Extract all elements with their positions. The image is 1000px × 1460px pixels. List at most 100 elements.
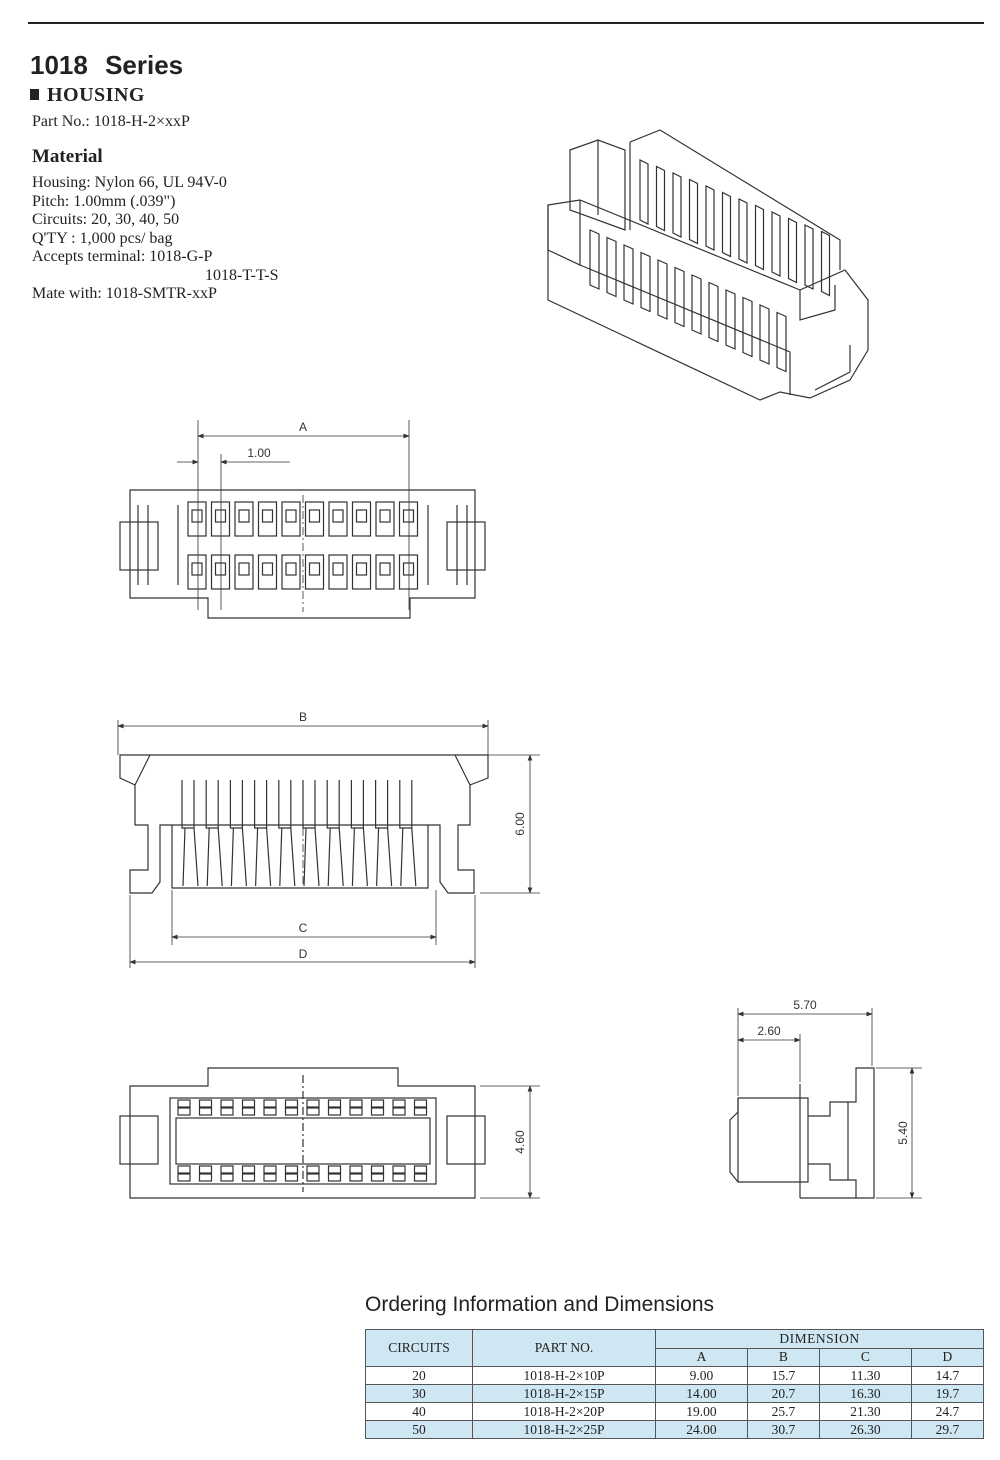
terminal-slot: [355, 509, 368, 523]
bottom-view-dimensions: [480, 1085, 540, 1199]
table-row: 50 1018-H-2×25P 24.00 30.7 26.30 29.7: [365, 1420, 985, 1439]
bottom-pin: [413, 1107, 428, 1116]
terminal-cell: [398, 554, 419, 590]
iso-front-tooth: [640, 251, 651, 313]
bottom-view-pins: [177, 1099, 428, 1182]
iso-front-tooth: [691, 274, 702, 335]
bottom-pin: [198, 1165, 213, 1174]
cell-part-no: 1018-H-2×25P: [472, 1420, 656, 1439]
bottom-pin: [263, 1165, 277, 1174]
material-line: Mate with: 1018-SMTR-xxP: [32, 285, 217, 302]
dim-label-c: C: [299, 921, 308, 935]
iso-rear-tooth: [721, 191, 732, 258]
dim-label-pitch: 1.00: [247, 446, 271, 460]
iso-rear-tooth: [672, 172, 682, 238]
terminal-tooth: [254, 780, 268, 829]
terminal-tooth: [278, 780, 292, 829]
iso-rear-tooth: [738, 198, 748, 264]
bottom-pin: [263, 1107, 277, 1116]
cell-b: 20.7: [746, 1384, 820, 1403]
material-list: Housing: Nylon 66, UL 94V-0 Pitch: 1.00m…: [32, 174, 279, 304]
cell-c: 11.30: [818, 1366, 912, 1385]
bottom-pin: [220, 1173, 234, 1182]
iso-rear-tooth: [787, 217, 798, 284]
isometric-terminals: [589, 159, 831, 373]
table-row: 30 1018-H-2×15P 14.00 20.7 16.30 19.7: [365, 1384, 985, 1403]
iso-front-tooth: [708, 281, 719, 343]
material-line: Pitch: 1.00mm (.039"): [32, 192, 176, 210]
terminal-cell: [328, 501, 348, 537]
cell-c: 26.30: [818, 1420, 912, 1439]
iso-rear-tooth: [754, 204, 765, 271]
dim-label-b: B: [299, 710, 307, 724]
iso-rear-tooth: [771, 211, 781, 277]
terminal-tooth: [205, 780, 219, 829]
terminal-slot: [332, 562, 344, 576]
iso-rear-tooth: [639, 159, 649, 225]
ordering-table: CIRCUITS PART NO. DIMENSION A B C D 20 1…: [365, 1329, 985, 1439]
iso-front-tooth: [589, 229, 600, 290]
bottom-pin: [198, 1173, 213, 1182]
cell-d: 19.7: [910, 1384, 985, 1403]
bottom-pin: [177, 1173, 191, 1182]
bottom-pin: [284, 1099, 299, 1108]
bottom-pin: [370, 1099, 385, 1108]
cell-d: 24.7: [910, 1402, 985, 1421]
terminal-leg: [303, 827, 320, 887]
terminal-leg: [206, 827, 223, 887]
cell-part-no: 1018-H-2×15P: [472, 1384, 656, 1403]
iso-front-tooth: [674, 266, 685, 328]
terminal-cell: [375, 501, 395, 537]
cell-a: 14.00: [655, 1384, 748, 1403]
cell-a: 24.00: [655, 1420, 748, 1439]
terminal-cell: [351, 554, 372, 590]
table-row: 20 1018-H-2×10P 9.00 15.7 11.30 14.7: [365, 1366, 985, 1385]
terminal-slot: [261, 509, 274, 523]
dim-label-d: D: [299, 947, 308, 961]
terminal-leg: [351, 827, 368, 887]
bottom-pin: [220, 1099, 234, 1108]
terminal-tooth: [350, 780, 364, 829]
terminal-slot: [261, 562, 274, 576]
terminal-cell: [328, 554, 348, 590]
bullet-square-icon: [30, 89, 39, 100]
ordering-title: Ordering Information and Dimensions: [365, 1293, 715, 1316]
bottom-pin: [284, 1107, 299, 1116]
terminal-tooth: [326, 780, 340, 829]
section-title: HOUSING: [30, 84, 145, 107]
bottom-pin: [241, 1099, 256, 1108]
terminal-cell: [375, 554, 395, 590]
bottom-pin: [327, 1173, 342, 1182]
cell-part-no: 1018-H-2×10P: [472, 1366, 656, 1385]
cell-d: 14.7: [910, 1366, 985, 1385]
terminal-slot: [379, 509, 391, 523]
iso-front-tooth: [623, 244, 634, 305]
dim-label-bottom-height: 4.60: [513, 1130, 527, 1154]
terminal-slot: [402, 562, 415, 576]
terminal-slot: [214, 562, 227, 576]
terminal-leg: [182, 827, 199, 887]
bottom-pin: [220, 1165, 234, 1174]
terminal-leg: [376, 827, 393, 887]
terminal-slot: [285, 562, 297, 576]
iso-front-tooth: [759, 304, 770, 365]
dim-label-a: A: [299, 420, 307, 434]
top-view-dimensions: [177, 420, 410, 612]
terminal-cell: [234, 554, 254, 590]
terminal-slot: [214, 509, 227, 523]
isometric-view: [547, 129, 869, 401]
terminal-leg: [255, 827, 272, 887]
header-circuits: CIRCUITS: [365, 1329, 473, 1367]
bottom-pin: [306, 1099, 320, 1108]
terminal-slot: [238, 509, 250, 523]
iso-front-tooth: [657, 259, 668, 320]
side-view-dimensions: [737, 1008, 922, 1199]
bottom-pin: [392, 1165, 406, 1174]
cell-circuits: 50: [365, 1420, 473, 1439]
terminal-slot: [332, 509, 344, 523]
cell-circuits: 20: [365, 1366, 473, 1385]
terminal-slot: [238, 562, 250, 576]
terminal-tooth: [375, 780, 389, 829]
iso-front-tooth: [606, 236, 617, 298]
